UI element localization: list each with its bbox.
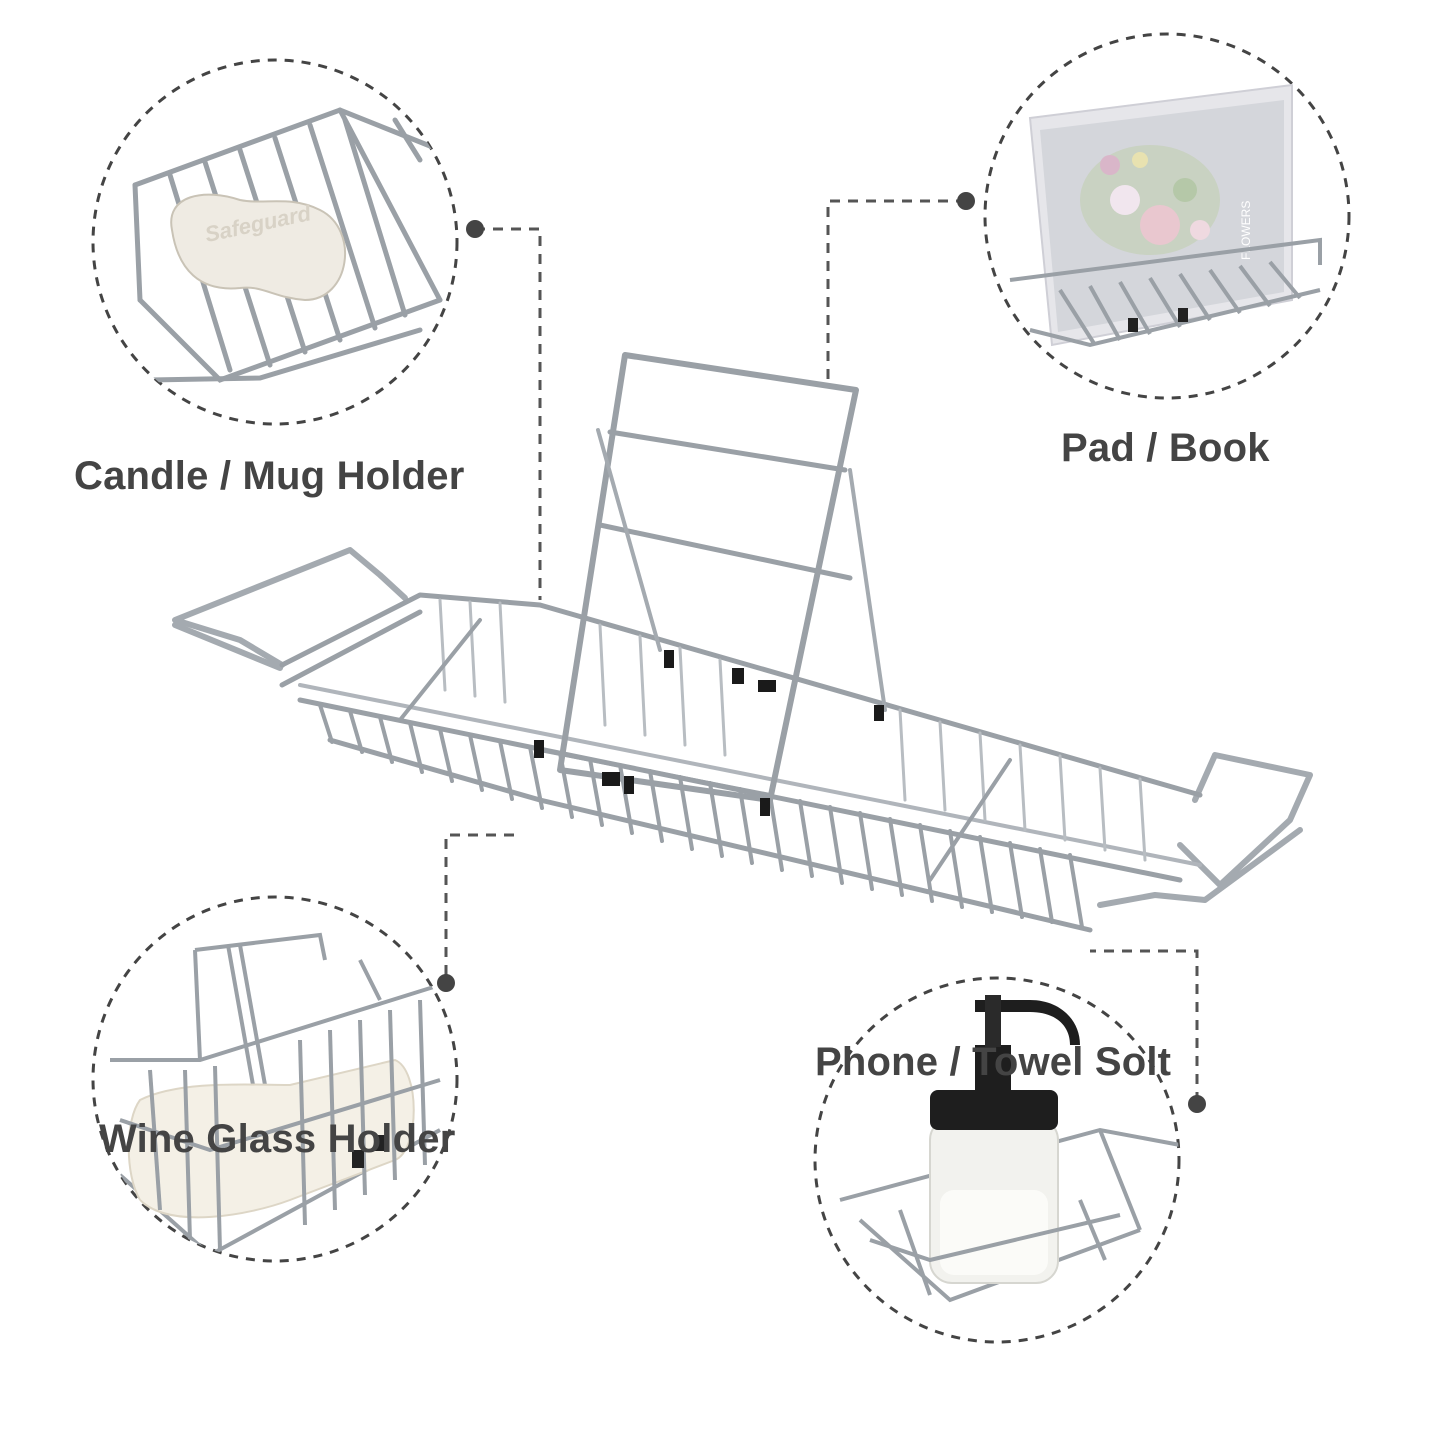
callout-circles [91, 32, 1351, 1344]
bathtub-caddy-tray-icon [172, 352, 1313, 933]
wine-glass-holder-label: Wine Glass Holder [99, 1117, 456, 1161]
book-stand-closeup-icon: FLOWERS [1009, 83, 1322, 348]
connector-lines [444, 199, 1199, 1102]
book-title-text: FLOWERS [1239, 201, 1253, 260]
soap-dispenser-closeup-icon [839, 995, 1179, 1303]
soap-dish-closeup-icon: Safeguard [132, 107, 443, 383]
phone-towel-solt-label: Phone / Towel Solt [815, 1040, 1172, 1084]
connector-dots [437, 192, 1206, 1113]
towel-basket-closeup-icon [110, 932, 441, 1258]
pad-book-label: Pad / Book [1061, 426, 1270, 470]
tray-clips [534, 650, 884, 816]
candle-mug-holder-label: Candle / Mug Holder [74, 454, 465, 498]
flower-bouquet-icon [1080, 145, 1220, 255]
